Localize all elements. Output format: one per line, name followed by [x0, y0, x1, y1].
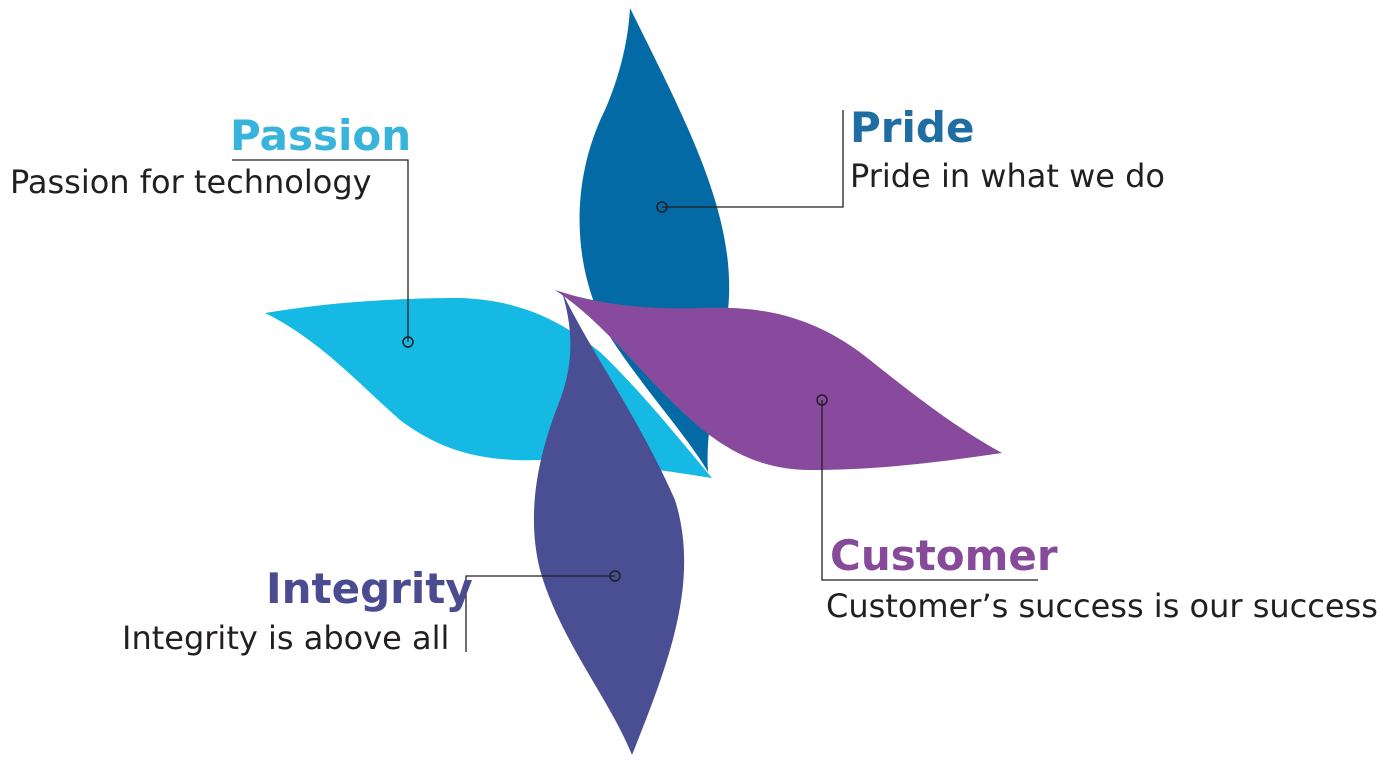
- leader-line-customer: [821, 400, 1038, 581]
- customer-title: Customer: [830, 531, 1058, 580]
- customer-description: Customer’s success is our success: [826, 587, 1378, 625]
- pride-description: Pride in what we do: [850, 157, 1165, 195]
- leader-line-pride: [662, 110, 844, 208]
- petal-integrity: [533, 292, 685, 755]
- integrity-description: Integrity is above all: [122, 619, 450, 657]
- pride-title: Pride: [850, 103, 975, 152]
- integrity-title: Integrity: [266, 564, 473, 613]
- leader-line-passion: [232, 159, 409, 342]
- marker-dot-passion: [402, 336, 414, 348]
- marker-dot-pride: [656, 201, 668, 213]
- passion-title: Passion: [230, 111, 412, 160]
- passion-description: Passion for technology: [10, 163, 372, 201]
- petal-customer: [555, 290, 1002, 470]
- marker-dot-customer: [816, 394, 828, 406]
- leader-line-integrity: [465, 575, 615, 652]
- marker-dot-integrity: [609, 570, 621, 582]
